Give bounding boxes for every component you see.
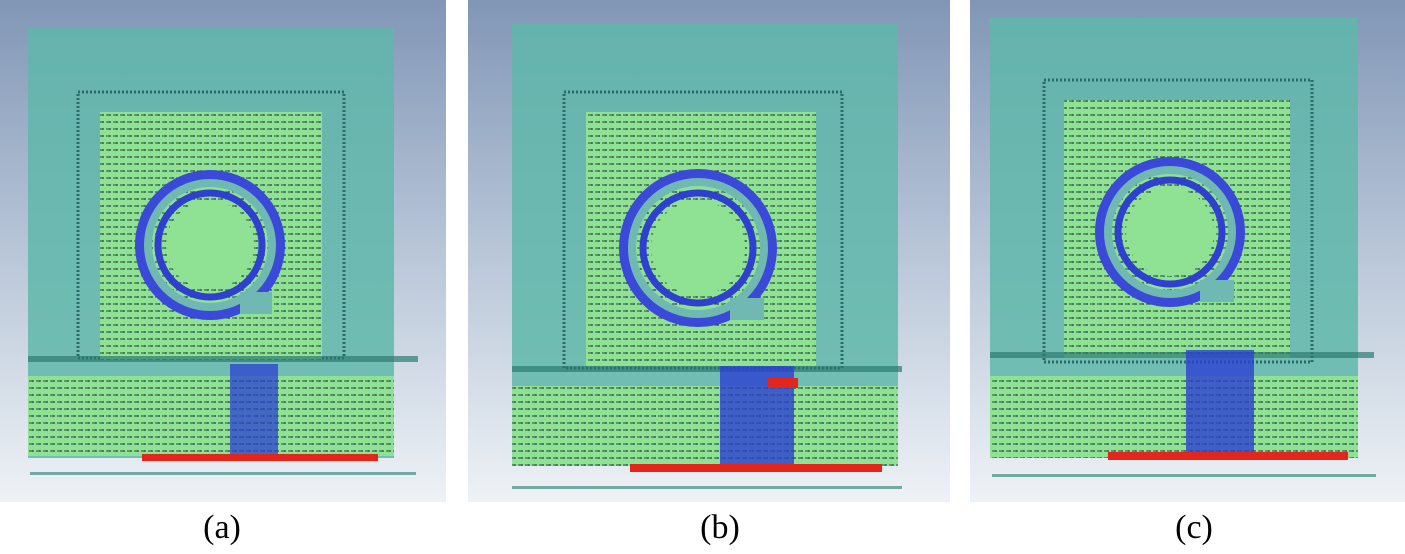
ring-outer	[135, 170, 285, 320]
bottom-edge	[30, 472, 416, 475]
ring-inner	[639, 189, 757, 307]
feed-line-current	[1186, 350, 1254, 456]
feed-gap-line	[990, 352, 1374, 358]
ring-split	[730, 298, 764, 320]
ring-split	[1200, 280, 1234, 302]
simulation-view-c	[970, 0, 1405, 502]
ring-outer	[1095, 157, 1245, 307]
ground-field	[512, 386, 898, 466]
simulation-view-a	[0, 0, 446, 502]
bottom-edge	[512, 486, 902, 489]
ring-inner	[1114, 176, 1226, 288]
ground-field	[990, 376, 1358, 458]
ring-gap	[628, 178, 768, 318]
ground-plane	[630, 464, 882, 472]
ring-center	[1126, 188, 1214, 276]
ring-split	[240, 292, 272, 314]
panel-a	[0, 0, 446, 502]
caption-a: (a)	[203, 509, 241, 546]
ring-outer	[619, 169, 777, 327]
feed-gap-line	[28, 356, 418, 362]
ring-center	[166, 201, 254, 289]
ground-plane	[142, 454, 378, 461]
feed-line-stub	[768, 378, 798, 388]
caption-b: (b)	[700, 509, 740, 546]
simulation-view-b	[468, 0, 950, 502]
panel-c	[970, 0, 1405, 502]
ring-inner	[154, 189, 266, 301]
caption-c: (c)	[1175, 509, 1213, 546]
ring-center	[651, 201, 745, 295]
bottom-edge	[992, 474, 1376, 477]
ground-plane	[1108, 452, 1348, 460]
panel-b	[468, 0, 950, 502]
feed-gap-line	[512, 366, 902, 372]
outer-frame	[1042, 78, 1314, 364]
ring-gap	[1104, 166, 1236, 298]
feed-line-current	[230, 364, 278, 456]
ring-gap	[144, 179, 276, 311]
ground-field	[28, 376, 394, 456]
